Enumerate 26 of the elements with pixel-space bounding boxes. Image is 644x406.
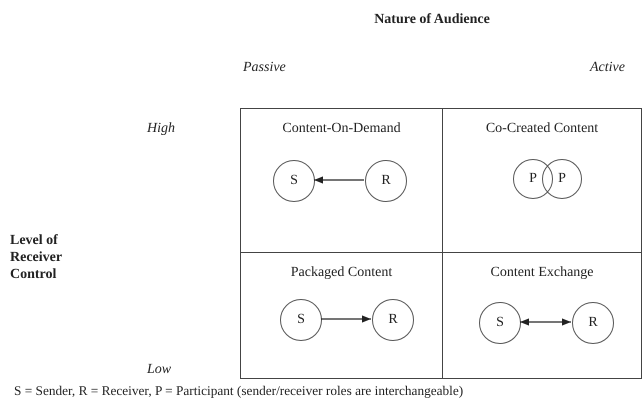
quadrant-panel (240, 108, 443, 253)
quadrant-heading: Content Exchange (489, 265, 595, 281)
role-circle: P (513, 159, 553, 199)
role-circle: S (273, 160, 315, 202)
role-circle: S (479, 302, 521, 344)
double-headed-arrow (520, 318, 571, 326)
quadrant-heading: Co-Created Content (484, 121, 600, 137)
role-circle: S (280, 299, 322, 341)
caption-text: S = Sender, R = Receiver, P = Participant (sender/receiver roles are interchangeable) (14, 383, 464, 399)
axis-end-label: High (147, 121, 175, 137)
quadrant-panel (442, 252, 642, 379)
axis-end-label: Active (590, 60, 625, 76)
quadrant-heading: Content-On-Demand (281, 121, 402, 137)
axis-title: Level of Receiver Control (10, 232, 63, 283)
arrow (321, 315, 371, 323)
role-circle: R (572, 302, 614, 344)
role-circle: P (542, 159, 582, 199)
role-circle: R (372, 299, 414, 341)
quadrant-panel (442, 108, 642, 253)
arrow (314, 176, 364, 184)
quadrant-heading: Packaged Content (290, 265, 394, 281)
role-circle: R (365, 160, 407, 202)
axis-end-label: Low (147, 362, 172, 378)
quadrant-panel (240, 252, 443, 379)
axis-title: Nature of Audience (373, 12, 491, 28)
axis-end-label: Passive (243, 60, 286, 76)
